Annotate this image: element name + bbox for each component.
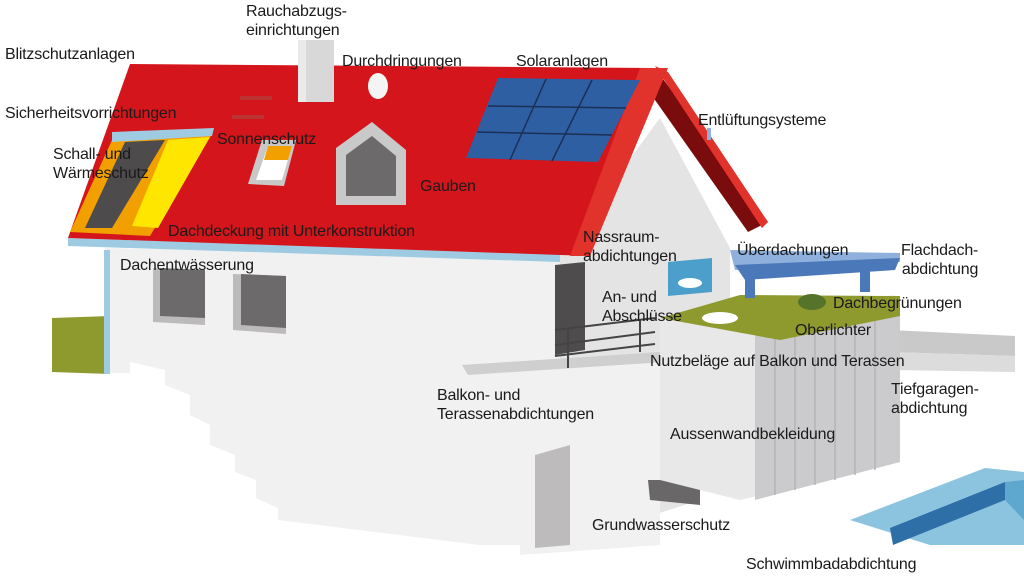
- clad-block: [660, 294, 900, 500]
- canopy: [730, 250, 900, 298]
- label-nassraumabdichtungen: Nassraum- abdichtungen: [583, 228, 677, 266]
- label-line: An- und: [602, 289, 657, 306]
- label-oberlichter: Oberlichter: [795, 322, 872, 339]
- label-an-abschluesse: An- und Abschlüsse: [602, 288, 682, 326]
- label-solaranlagen: Solaranlagen: [516, 53, 608, 70]
- label-line: Terassenabdichtungen: [437, 406, 595, 423]
- extension-block: [462, 352, 700, 555]
- vent-pipe: [707, 128, 711, 140]
- swimming-pool: [850, 468, 1024, 545]
- label-blitzschutzanlagen: Blitzschutzanlagen: [5, 46, 135, 63]
- house-windows: [153, 268, 286, 334]
- balcony-railing: [554, 317, 656, 368]
- label-line: abdichtung: [891, 400, 968, 417]
- label-nutzbelaege: Nutzbeläge auf Balkon und Terassen: [650, 353, 905, 370]
- label-ueberdachungen: Überdachungen: [737, 242, 849, 259]
- label-durchdringungen: Durchdringungen: [342, 53, 462, 70]
- label-line: Abschlüsse: [602, 308, 682, 325]
- label-line: Nassraum-: [583, 229, 660, 246]
- main-house-wall: [68, 238, 560, 545]
- label-flachdachabdichtung: Flachdach- abdichtung: [901, 241, 978, 279]
- label-grundwasserschutz: Grundwasserschutz: [592, 517, 730, 534]
- label-line: abdichtungen: [583, 248, 677, 265]
- label-line: Tiefgaragen-: [891, 381, 979, 398]
- label-dachdeckung: Dachdeckung mit Unterkonstruktion: [168, 223, 415, 240]
- label-line: Rauchabzugs-: [246, 3, 347, 20]
- label-schall-waermeschutz: Schall- und Wärmeschutz: [53, 145, 149, 183]
- label-dachbegruenungen: Dachbegrünungen: [833, 295, 962, 312]
- label-line: einrichtungen: [246, 22, 340, 39]
- label-line: Flachdach-: [901, 242, 979, 259]
- garden-patch: [52, 316, 110, 374]
- label-balkon-terassenabdichtungen: Balkon- und Terassenabdichtungen: [437, 386, 594, 424]
- label-line: abdichtung: [901, 261, 979, 278]
- label-sicherheitsvorrichtungen: Sicherheitsvorrichtungen: [5, 105, 177, 122]
- label-entlueftungsysteme: Entlüftungsysteme: [698, 112, 827, 129]
- label-sonnenschutz: Sonnenschutz: [217, 131, 317, 148]
- label-schwimmbadabdichtung: Schwimmbadabdichtung: [746, 556, 917, 573]
- label-aussenwandbekleidung: Aussenwandbekleidung: [670, 426, 836, 443]
- label-tiefgaragenabdichtung: Tiefgaragen- abdichtung: [891, 380, 979, 418]
- roof: [68, 40, 768, 256]
- back-wall: [890, 330, 1015, 372]
- label-dachentwaesserung: Dachentwässerung: [120, 257, 254, 274]
- label-line: Wärmeschutz: [53, 165, 149, 182]
- label-line: Schall- und: [53, 146, 131, 163]
- label-gauben: Gauben: [420, 178, 476, 195]
- label-line: Balkon- und: [437, 387, 521, 404]
- label-rauchabzugseinrichtungen: Rauchabzugs- einrichtungen: [246, 2, 347, 40]
